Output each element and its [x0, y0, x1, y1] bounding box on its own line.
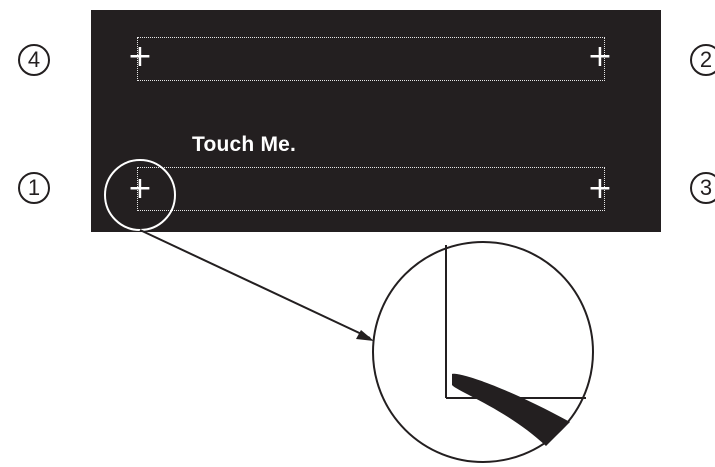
crosshair-icon[interactable]: + — [127, 171, 153, 206]
leader-line — [139, 229, 371, 339]
crosshair-icon[interactable]: + — [587, 39, 613, 74]
step-marker-4: 4 — [18, 44, 50, 76]
crosshair-icon[interactable]: + — [127, 39, 153, 74]
step-marker-1: 1 — [18, 172, 50, 204]
lower-guide-box — [137, 167, 605, 211]
crosshair-icon[interactable]: + — [587, 171, 613, 206]
stylus-icon — [452, 373, 570, 446]
upper-guide-box — [137, 37, 605, 81]
step-marker-2: 2 — [690, 44, 715, 76]
touch-screen[interactable] — [91, 10, 661, 232]
arrow-head-icon — [356, 330, 374, 341]
highlight-circle — [104, 159, 176, 231]
touch-label: Touch Me. — [192, 133, 297, 156]
step-marker-3: 3 — [690, 172, 715, 204]
